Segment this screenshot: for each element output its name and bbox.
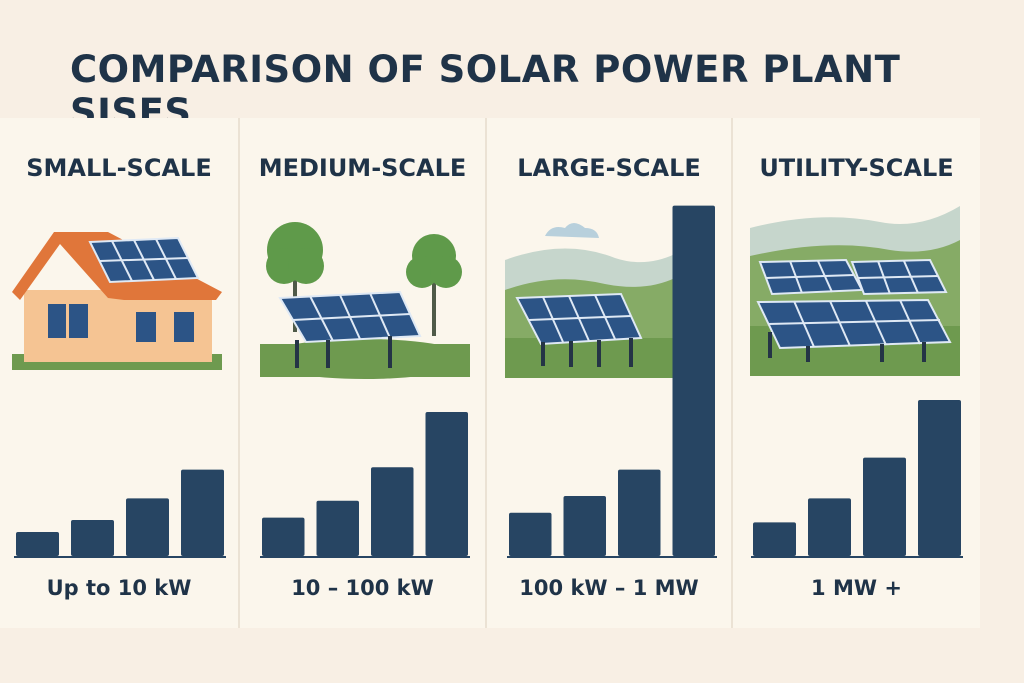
panel-heading: UTILITY-SCALE — [759, 154, 954, 182]
bar — [808, 498, 851, 556]
bar — [371, 467, 414, 556]
bar — [563, 496, 606, 556]
panel-range-label: 100 kW – 1 MW — [519, 576, 699, 600]
panel-range-label: 1 MW + — [811, 576, 902, 600]
bar — [262, 517, 305, 556]
bar — [618, 469, 661, 556]
bar — [71, 520, 114, 556]
bar — [672, 205, 715, 556]
panel-small-scale: SMALL-SCALE Up to 10 kW — [0, 118, 238, 628]
bar — [316, 500, 359, 556]
panel-heading: MEDIUM-SCALE — [258, 154, 467, 182]
bar — [16, 532, 59, 556]
bar — [181, 469, 224, 556]
bar — [863, 457, 906, 556]
bar — [425, 412, 468, 556]
page-title: COMPARISON OF SOLAR POWER PLANT SISES — [70, 48, 901, 134]
bar — [126, 498, 169, 556]
bar — [918, 400, 961, 556]
bar-chart — [751, 400, 963, 558]
panel-large-scale: LARGE-SCALE 100 kW – 1 MW — [487, 118, 731, 628]
panel-range-label: 10 – 100 kW — [291, 576, 434, 600]
bar-chart — [260, 412, 470, 558]
panel-range-label: Up to 10 kW — [46, 576, 192, 600]
solar-array-in-hills-icon — [505, 223, 675, 378]
house-with-rooftop-solar-icon — [12, 232, 222, 370]
bar-chart — [14, 469, 226, 558]
panel-heading: LARGE-SCALE — [517, 154, 701, 182]
bar — [509, 512, 552, 556]
bar — [753, 522, 796, 556]
panel-medium-scale: MEDIUM-SCALE 10 – 100 kW — [240, 118, 485, 628]
ground-solar-array-with-trees-icon — [260, 222, 470, 379]
panel-divider — [238, 118, 240, 628]
panel-heading: SMALL-SCALE — [26, 154, 212, 182]
solar-farm-icon — [750, 206, 960, 376]
bar-chart — [507, 205, 717, 558]
panel-divider — [485, 118, 487, 628]
panel-utility-scale: UTILITY-SCALE 1 MW + — [733, 118, 980, 628]
panel-divider — [731, 118, 733, 628]
